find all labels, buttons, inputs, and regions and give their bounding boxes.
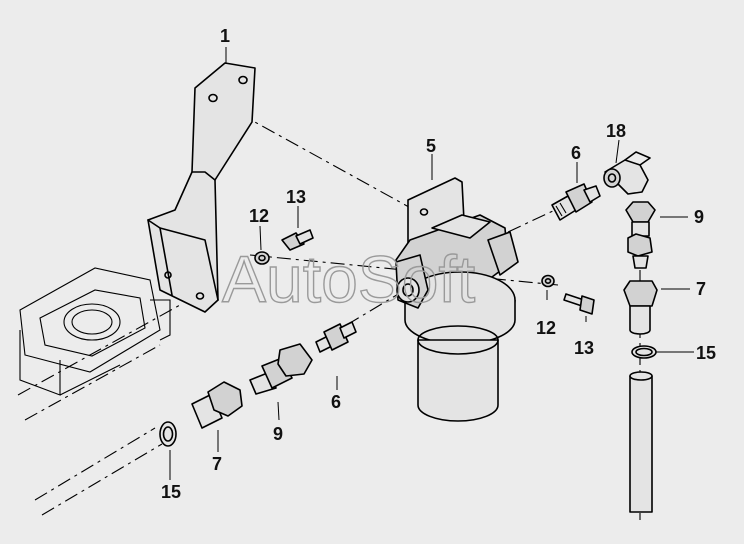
callout-15: 15 (161, 482, 181, 502)
callout-15: 15 (696, 343, 716, 363)
callout-12: 12 (536, 318, 556, 338)
bolt-part-13-upper (281, 229, 314, 251)
union-fitting-6-upper (551, 183, 601, 221)
watermark-text: AutoSoft (222, 242, 475, 316)
callout-7: 7 (696, 279, 706, 299)
union-fitting-6-lower (315, 321, 357, 353)
callout-12: 12 (249, 206, 269, 226)
washer-part-12-lower (541, 274, 555, 288)
fuel-hose-lower (34, 427, 163, 516)
callout-9: 9 (694, 207, 704, 227)
callout-6: 6 (331, 392, 341, 412)
washer-part-12-upper (254, 251, 270, 265)
banjo-fitting-part-9-lower (249, 343, 313, 395)
callout-9: 9 (273, 424, 283, 444)
callout-labels: 1 5 6 18 9 13 12 7 12 13 15 6 9 7 15 (161, 26, 716, 502)
filter-assembly-part-5 (395, 177, 519, 422)
callout-13: 13 (574, 338, 594, 358)
bracket-part-1 (147, 62, 256, 313)
callout-5: 5 (426, 136, 436, 156)
elbow-fitting-part-18 (603, 151, 651, 195)
hose-clamp-part-15-lower (159, 421, 177, 447)
callout-18: 18 (606, 121, 626, 141)
callout-13: 13 (286, 187, 306, 207)
hose-clamp-part-15-right (631, 345, 657, 359)
bolt-part-13-lower (563, 293, 595, 315)
fitting-part-7-lower (191, 381, 243, 429)
fuel-hose-right (629, 371, 653, 513)
banjo-fitting-part-9-right (625, 201, 656, 269)
fitting-part-7-right (623, 280, 658, 335)
callout-1: 1 (220, 26, 230, 46)
callout-6: 6 (571, 143, 581, 163)
engine-housing-outline (17, 267, 181, 421)
callout-leaders (169, 47, 694, 480)
callout-7: 7 (212, 454, 222, 474)
